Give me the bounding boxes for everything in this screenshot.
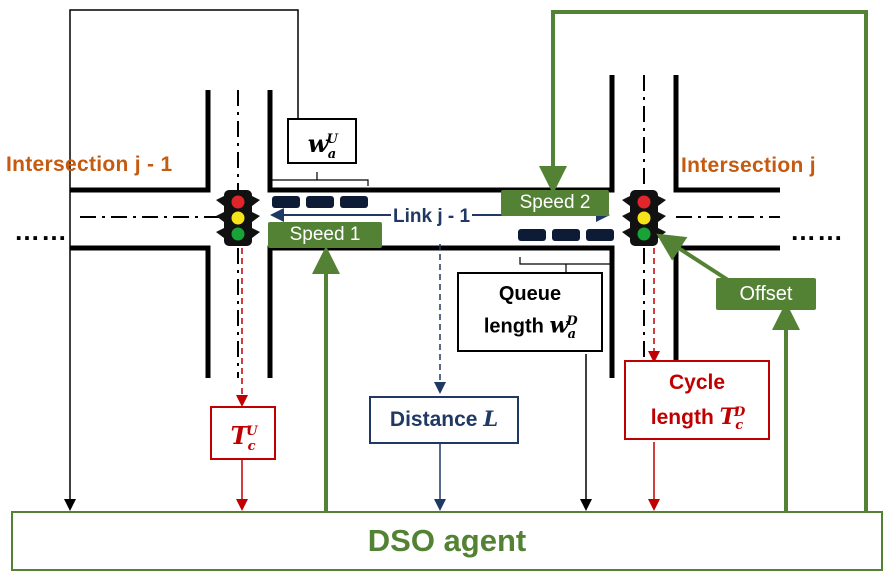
upstream-cars	[272, 196, 368, 208]
cycle-line2: length	[650, 406, 714, 429]
queue-sub: a	[567, 326, 577, 342]
car	[272, 196, 300, 208]
cycle-up-box: TUc	[210, 406, 276, 460]
downstream-cars	[518, 229, 614, 241]
cycle-down-sup: D	[734, 405, 746, 420]
cycle-up-sub: c	[247, 438, 256, 454]
upstream-queue-symbol: w	[307, 129, 329, 158]
distance-symbol: L	[483, 406, 499, 431]
cycle-length-box: Cycle length TDc	[624, 360, 770, 440]
ellipsis-left: ……	[14, 216, 68, 246]
intersection-right-label: Intersection j	[681, 154, 816, 177]
upstream-queue-sup: U	[326, 132, 338, 147]
car	[552, 229, 580, 241]
cycle-down-sub: c	[735, 418, 744, 434]
car	[340, 196, 368, 208]
queue-symbol: w	[549, 312, 569, 339]
downstream-queue-brace	[519, 257, 613, 272]
center-lines	[80, 75, 780, 378]
distance-box: Distance L	[369, 396, 519, 444]
car	[518, 229, 546, 241]
cycle-up-symbol: T	[230, 421, 249, 450]
distance-text: Distance	[389, 408, 478, 431]
traffic-light-right	[622, 190, 666, 246]
queue-line2: length	[483, 315, 544, 338]
queue-line2-wrap: length wDa	[459, 308, 601, 349]
upstream-queue-box: wUa	[287, 118, 357, 164]
cycle-line1: Cycle	[668, 371, 726, 394]
car	[586, 229, 614, 241]
upstream-queue-connector	[64, 9, 299, 511]
dso-agent-box: DSO agent	[11, 511, 883, 571]
offset-to-light-arrow	[656, 233, 730, 282]
queue-sup: D	[566, 314, 578, 329]
offset-tag: Offset	[716, 278, 816, 310]
speed2-feedback	[539, 10, 868, 512]
queue-length-box: Queue length wDa	[457, 272, 603, 352]
speed2-tag: Speed 2	[501, 190, 609, 216]
upstream-queue-sub: a	[327, 146, 337, 162]
cycle-line2-wrap: length TDc	[626, 398, 768, 441]
speed1-tag: Speed 1	[268, 222, 382, 248]
upstream-queue-brace	[269, 172, 369, 186]
cycle-up-sup: U	[246, 424, 258, 439]
link-label: Link j - 1	[391, 206, 473, 228]
traffic-light-left	[216, 190, 260, 246]
car	[306, 196, 334, 208]
cycle-down-symbol: T	[719, 404, 736, 430]
intersection-left-label: Intersection j - 1	[6, 153, 173, 176]
ellipsis-right: ……	[790, 216, 844, 246]
queue-line1: Queue	[498, 283, 562, 305]
